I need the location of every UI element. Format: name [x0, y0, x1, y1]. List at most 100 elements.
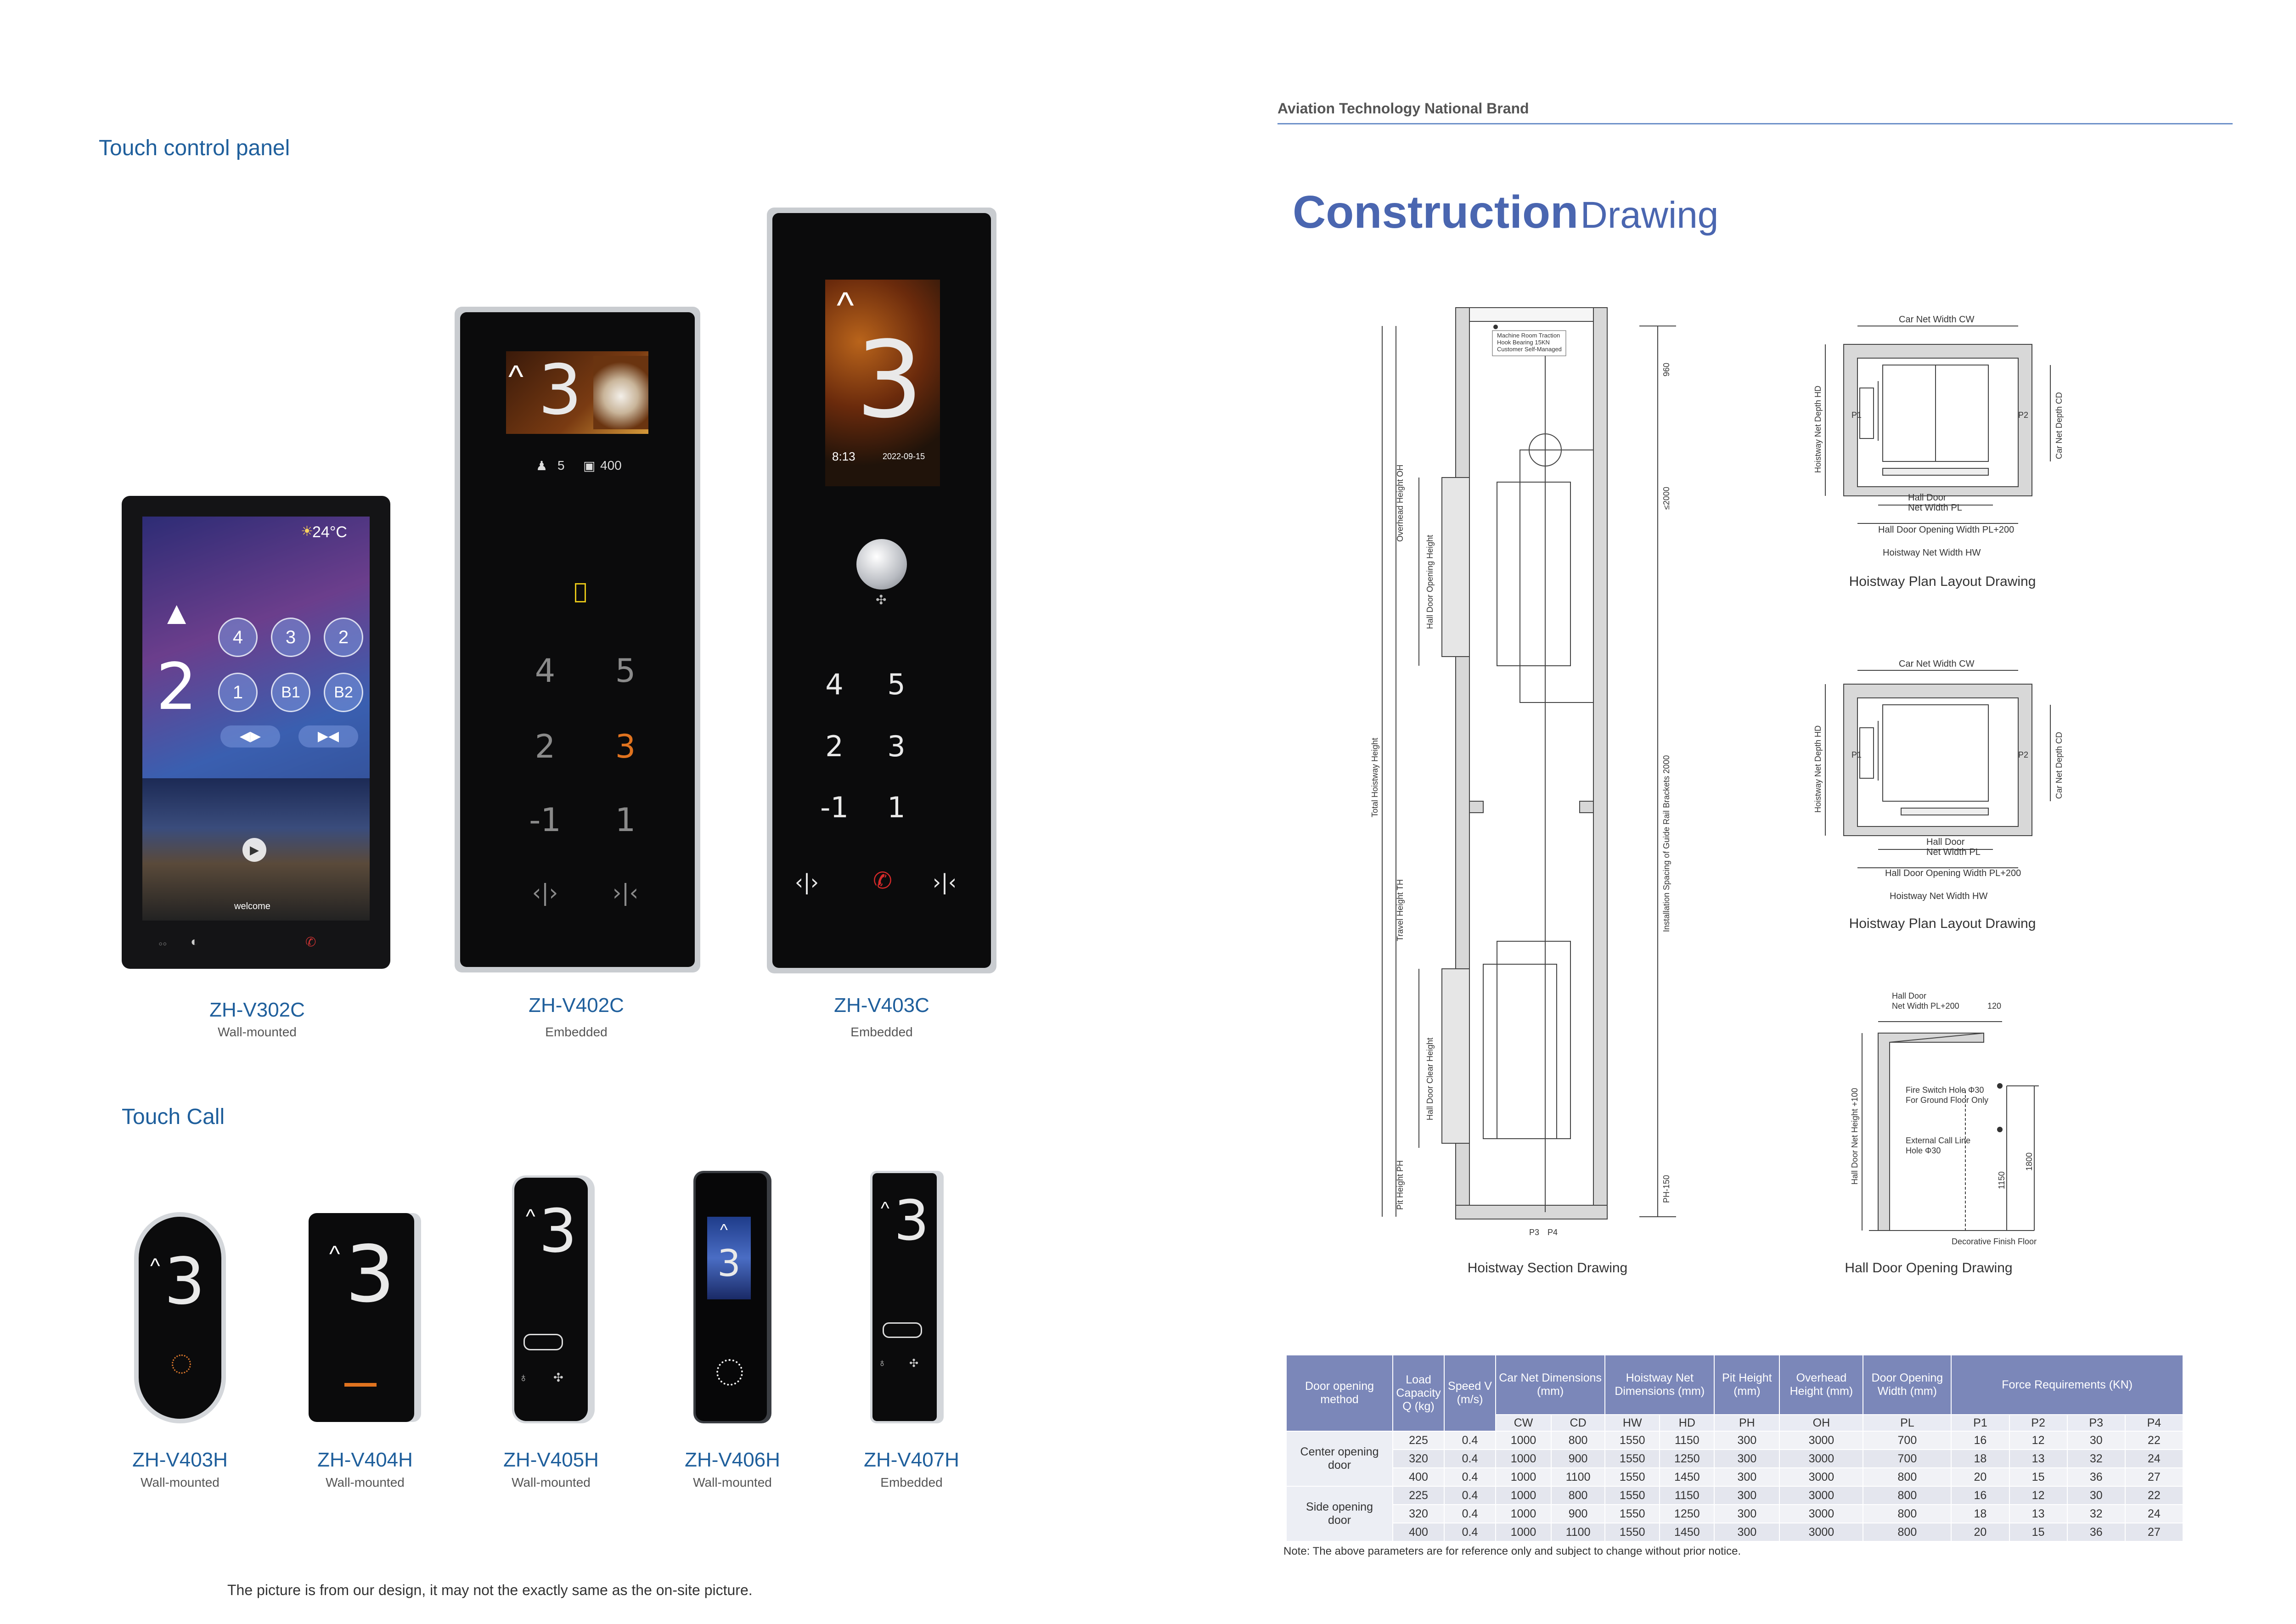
table-cell: 30: [2066, 1431, 2126, 1450]
speaker-icon: ◦◦: [158, 937, 167, 950]
floor-button-3[interactable]: 3: [271, 618, 310, 657]
door-close-icon[interactable]: ›|‹: [932, 870, 957, 894]
up-arrow-icon: ^: [150, 1254, 160, 1278]
table-cell: 20: [1951, 1467, 2010, 1487]
table-cell: 300: [1714, 1431, 1780, 1450]
table-cell: 1250: [1659, 1449, 1715, 1468]
table-cell: 320: [1392, 1449, 1445, 1468]
header-speed: Speed V (m/s): [1444, 1354, 1496, 1432]
floor-button-2[interactable]: 2: [535, 728, 556, 765]
floor-button-3[interactable]: 3: [615, 728, 636, 765]
table-cell: 300: [1714, 1449, 1780, 1468]
sun-icon: ☀: [301, 524, 313, 539]
floor-button-4[interactable]: 4: [535, 652, 556, 690]
load-value: 400: [600, 458, 622, 472]
footer-note: The picture is from our design, it may n…: [227, 1582, 753, 1598]
dim-1800-label: 1800: [2025, 1152, 2034, 1171]
floor-button-4[interactable]: 4: [218, 618, 258, 657]
table-cell: 1550: [1604, 1523, 1660, 1542]
fan-icon: ✣: [553, 1371, 563, 1384]
table-cell: 0.4: [1444, 1504, 1496, 1523]
hoistway-net-width-label: Hoistway Net Width HW: [1883, 548, 1981, 558]
overhead-height-label: Overhead Height OH: [1396, 465, 1405, 542]
table-cell: 30: [2066, 1486, 2126, 1505]
hall-door-clear-height-label: Hall Door Clear Height: [1425, 1038, 1435, 1120]
floor-button-3[interactable]: 3: [887, 730, 906, 763]
up-arrow-icon: ^: [720, 1220, 728, 1239]
door-open-button[interactable]: ◀▶: [220, 725, 280, 747]
door-close-button[interactable]: ▶◀: [298, 725, 358, 747]
table-cell: 700: [1863, 1449, 1952, 1468]
table-cell: 1150: [1659, 1431, 1715, 1450]
call-button[interactable]: [523, 1334, 563, 1350]
v402c-body: ^ 3 ♟ 5 ▣ 400 4 5 2 3 -1 1 ‹|› ›|‹: [460, 312, 695, 967]
table-cell: 1550: [1604, 1504, 1660, 1523]
door-close-icon[interactable]: ›|‹: [612, 879, 639, 906]
open-door-icon[interactable]: ◐: [191, 934, 198, 949]
method-cell: Center opening door: [1286, 1431, 1393, 1487]
fire-switch-label-1: Fire Switch Hole Φ30: [1906, 1085, 1984, 1095]
fan-icon: ✣: [876, 593, 887, 607]
table-cell: 13: [2009, 1504, 2068, 1523]
call-button[interactable]: [883, 1322, 922, 1338]
v404h-body: ^ 3: [309, 1213, 414, 1422]
table-cell: 3000: [1779, 1431, 1864, 1450]
subheader-pl: PL: [1863, 1414, 1952, 1432]
door-drawing-caption: Hall Door Opening Drawing: [1845, 1260, 2013, 1276]
dog-image: [593, 356, 648, 429]
floor-button-1[interactable]: 1: [218, 673, 258, 712]
door-open-icon[interactable]: ‹|›: [532, 879, 558, 906]
call-indicator-bar[interactable]: [344, 1383, 377, 1387]
table-cell: 22: [2124, 1431, 2184, 1450]
title-bold: Construction: [1293, 186, 1579, 238]
table-cell: 1450: [1659, 1467, 1715, 1487]
call-floor-digit: 3: [345, 1229, 395, 1320]
hoistway-net-width-label: Hoistway Net Width HW: [1890, 891, 1987, 901]
floor-button-1[interactable]: 1: [615, 801, 636, 839]
floor-button-2[interactable]: 2: [324, 618, 363, 657]
call-floor-digit: 3: [717, 1242, 741, 1285]
table-cell: 0.4: [1444, 1467, 1496, 1487]
phone-icon[interactable]: ✆: [305, 935, 316, 949]
table-cell: 1000: [1495, 1523, 1552, 1542]
dim-2000-label: ≤2000: [1662, 487, 1671, 510]
floor-button-b1[interactable]: B1: [271, 673, 310, 712]
hall-door-net-height-label: Hall Door Net Height +100: [1850, 1088, 1859, 1185]
table-cell: 15: [2009, 1523, 2068, 1542]
call-knob[interactable]: [856, 539, 907, 590]
table-cell: 300: [1714, 1504, 1780, 1523]
v403c-floor: 3: [855, 319, 923, 442]
spec-table: Door opening method Load Capacity Q (kg)…: [1286, 1354, 2184, 1542]
v302c-video: ▶ welcome: [142, 778, 370, 921]
subheader-p4: P4: [2124, 1414, 2184, 1432]
floor-button-5[interactable]: 5: [615, 652, 636, 690]
model-label: ZH-V404H: [317, 1449, 413, 1471]
touch-indicator-icon[interactable]: [172, 1354, 191, 1374]
touch-indicator-icon[interactable]: [716, 1359, 743, 1386]
table-cell: 1000: [1495, 1467, 1552, 1487]
door-open-icon[interactable]: ‹|›: [794, 870, 819, 894]
mount-label: Embedded: [850, 1025, 913, 1039]
table-cell: 800: [1863, 1504, 1952, 1523]
floor-button-minus1[interactable]: -1: [529, 801, 561, 839]
table-cell: 15: [2009, 1467, 2068, 1487]
subheader-p3: P3: [2066, 1414, 2126, 1432]
floor-button-2[interactable]: 2: [825, 730, 844, 763]
floor-button-4[interactable]: 4: [825, 668, 844, 701]
play-icon[interactable]: ▶: [242, 838, 266, 862]
ph150-label: PH-150: [1662, 1175, 1671, 1203]
floor-button-b2[interactable]: B2: [324, 673, 363, 712]
lock-icon: ♁: [519, 1371, 528, 1384]
table-cell: 320: [1392, 1504, 1445, 1523]
call-floor-digit: 3: [894, 1189, 929, 1253]
guide-rail-spacing-label: Installation Spacing of Guide Rail Brack…: [1662, 755, 1671, 932]
floor-button-5[interactable]: 5: [887, 668, 906, 701]
header-load: Load Capacity Q (kg): [1392, 1354, 1445, 1432]
floor-button-minus1[interactable]: -1: [820, 791, 849, 824]
floor-button-1[interactable]: 1: [887, 791, 906, 824]
phone-icon[interactable]: ✆: [873, 867, 892, 894]
table-cell: 27: [2124, 1467, 2184, 1487]
